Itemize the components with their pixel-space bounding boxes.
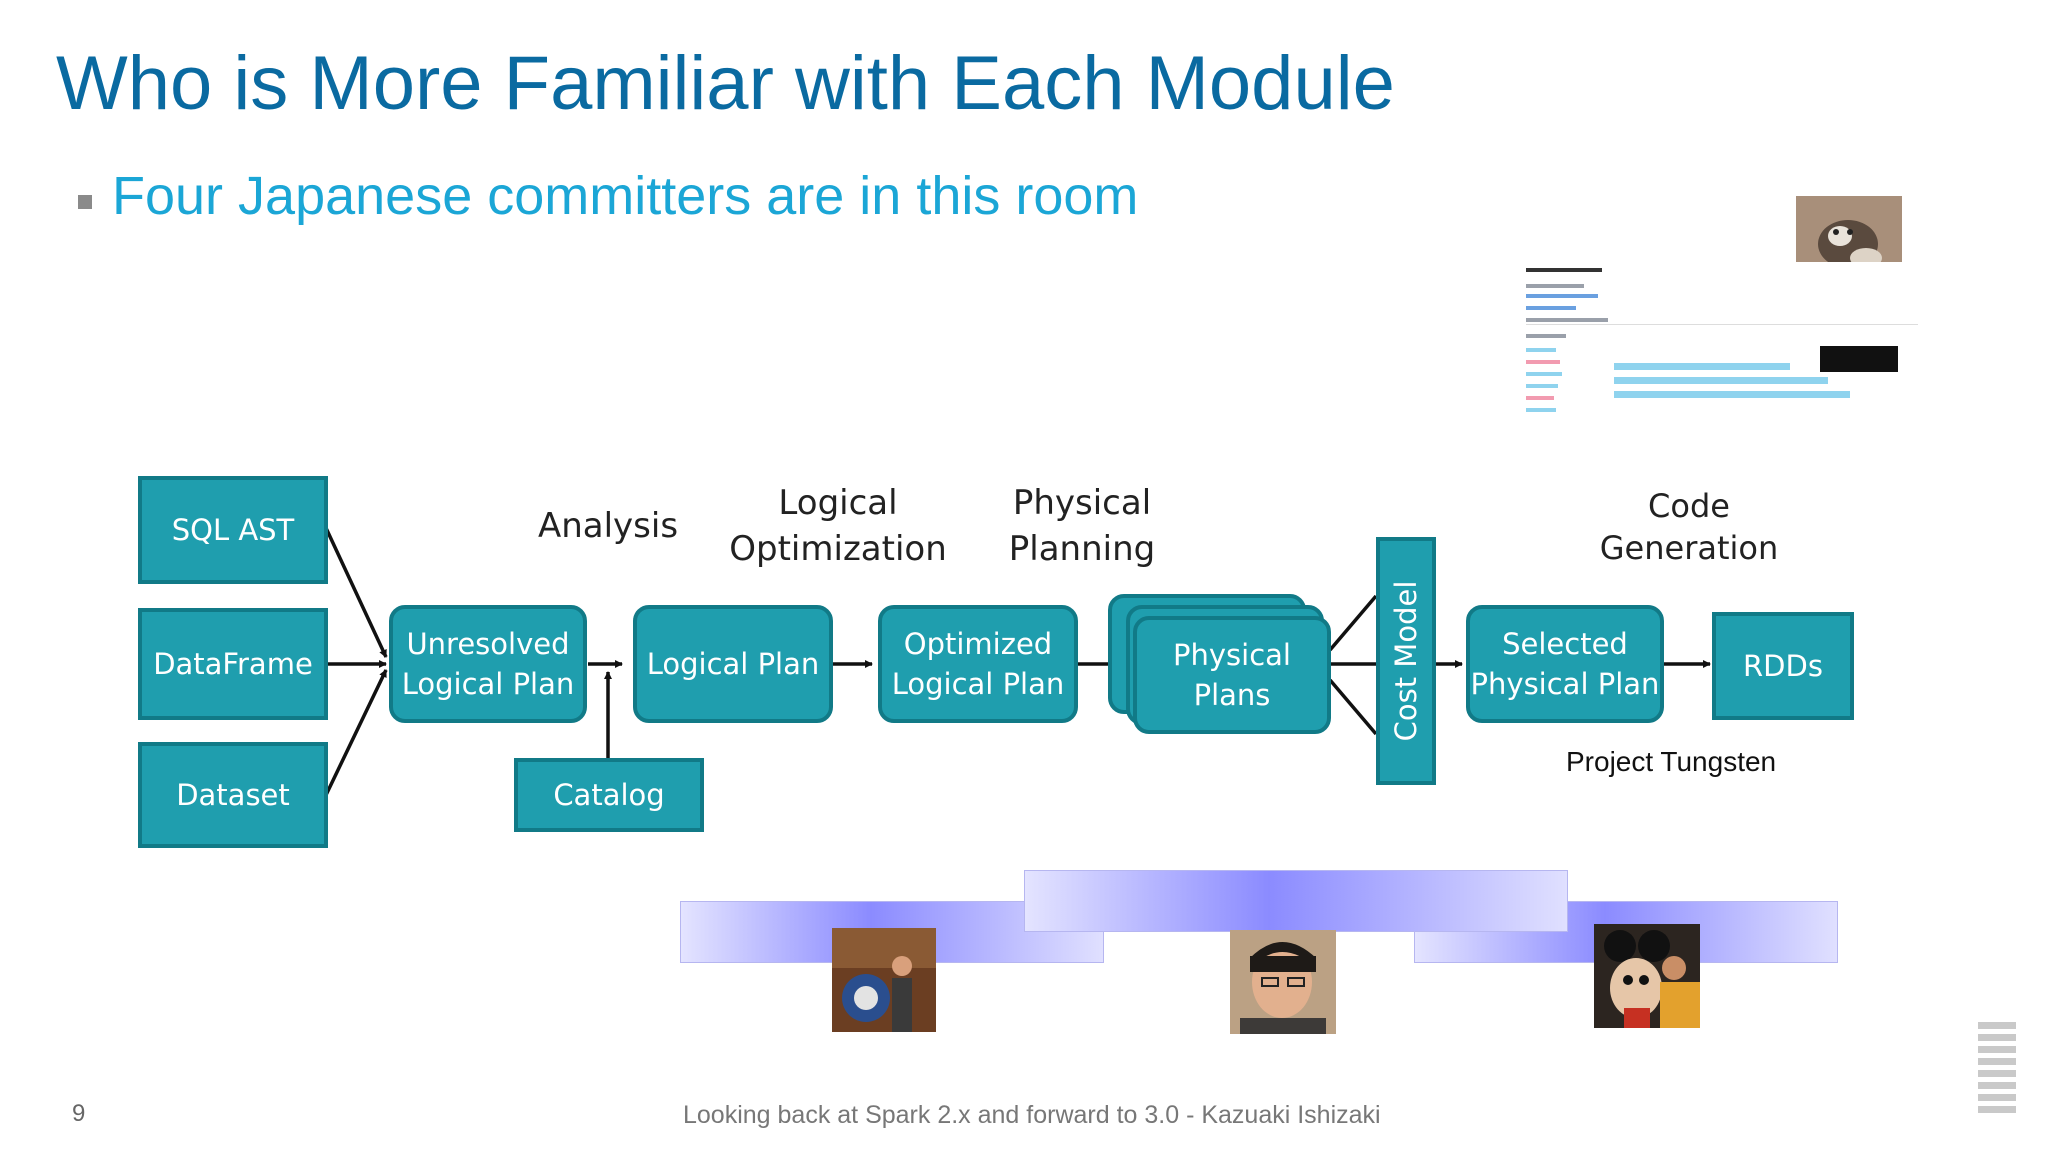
bullet-marker [78, 195, 92, 209]
page-number: 9 [72, 1100, 86, 1127]
cost-model-box: Cost Model [1376, 537, 1436, 785]
committer-photo-3 [1594, 924, 1700, 1028]
committer-band-middle [1024, 870, 1568, 932]
sql-ast-box: SQL AST [138, 476, 328, 584]
slide-title: Who is More Familiar with Each Module [56, 41, 1395, 126]
ibm-logo [1978, 1022, 2016, 1116]
stage-physical-planning: Physical Planning [1008, 483, 1156, 569]
footer-text: Looking back at Spark 2.x and forward to… [683, 1101, 1381, 1129]
stage-logical-optimization: Logical Optimization [729, 483, 947, 569]
committer-photo-2 [1230, 930, 1336, 1034]
rdds-box: RDDs [1712, 612, 1854, 720]
project-tungsten-label: Project Tungsten [1566, 746, 1777, 777]
stage-code-generation: Code Generation [1599, 487, 1779, 567]
issue-tracker-screenshot [1522, 262, 1920, 422]
dataframe-box: DataFrame [138, 608, 328, 720]
committer-photo-1 [832, 928, 936, 1032]
catalog-box: Catalog [514, 758, 704, 832]
stage-analysis: Analysis [537, 506, 679, 546]
dataset-box: Dataset [138, 742, 328, 848]
logical-plan-box: Logical Plan [633, 605, 833, 723]
bullet-text: Four Japanese committers are in this roo… [112, 166, 1139, 226]
